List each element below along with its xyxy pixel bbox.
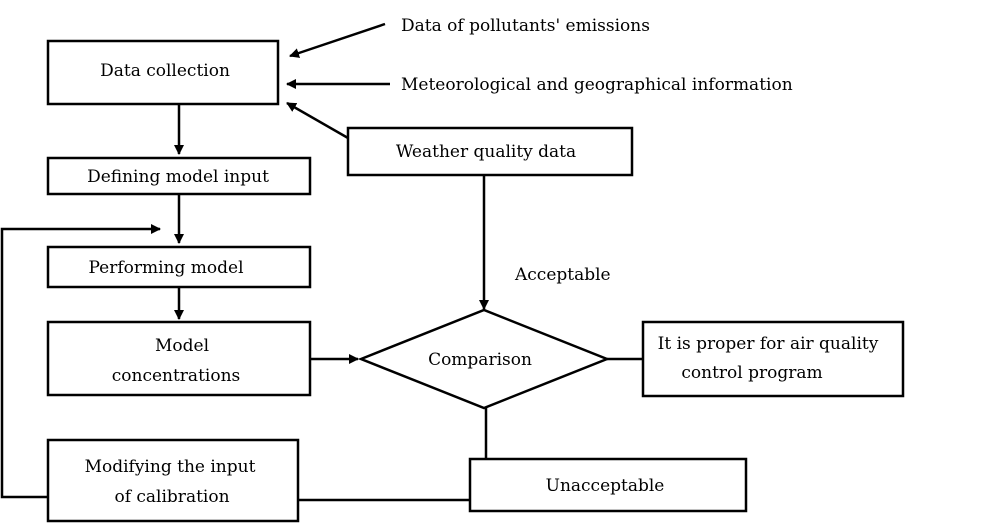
arrow-feedback-loop <box>0 224 161 499</box>
unacceptable-label: Unacceptable <box>546 476 665 496</box>
proper-for-control-box <box>641 320 905 398</box>
acceptable-label: Acceptable <box>514 265 611 285</box>
modifying-input-box <box>46 438 300 523</box>
meteorological-info-label: Meteorological and geographical informat… <box>401 75 793 95</box>
weather-quality-box <box>346 126 634 177</box>
data-collection-box <box>46 39 280 106</box>
model-concentrations-label-line1: Model <box>155 336 209 356</box>
arrow-pollutants-to-collection <box>289 22 386 58</box>
arrow-weather-to-collection <box>286 101 349 140</box>
performing-model-label: Performing model <box>88 258 243 278</box>
pollutants-emissions-label: Data of pollutants' emissions <box>401 16 650 36</box>
unacceptable-box <box>468 457 748 513</box>
model-concentrations-box <box>46 320 312 397</box>
proper-for-control-label-line1: It is proper for air quality <box>658 334 879 354</box>
comparison-label: Comparison <box>428 350 532 370</box>
proper-for-control-label-line2: control program <box>681 363 822 383</box>
performing-model-box <box>46 245 312 289</box>
modifying-input-label-line1: Modifying the input <box>85 457 256 477</box>
comparison-diamond <box>357 308 611 410</box>
defining-model-input-label: Defining model input <box>87 167 269 187</box>
data-collection-label: Data collection <box>100 61 230 81</box>
model-concentrations-label-line2: concentrations <box>112 366 241 386</box>
weather-quality-label: Weather quality data <box>396 142 576 162</box>
modifying-input-label-line2: of calibration <box>114 487 229 507</box>
defining-model-input-box <box>46 156 312 196</box>
